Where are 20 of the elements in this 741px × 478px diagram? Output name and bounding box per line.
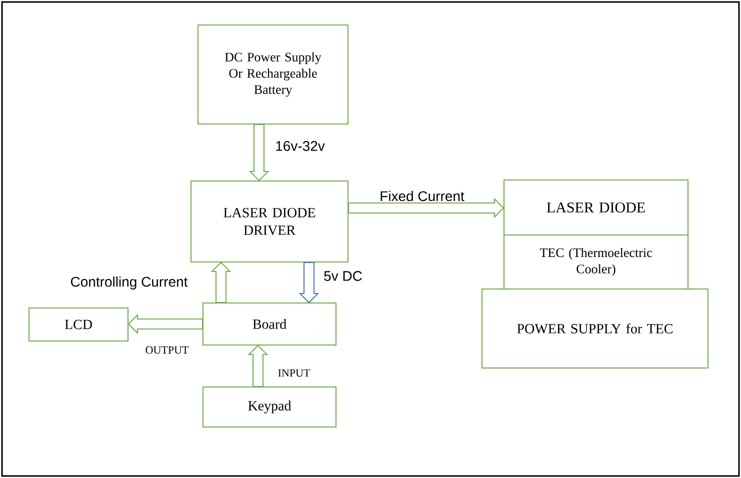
- block-arrow: [298, 262, 320, 304]
- block-arrow: [248, 124, 270, 182]
- block-arrow: [210, 262, 232, 303]
- block-box: Keypad: [202, 386, 336, 428]
- edge-label: OUTPUT: [144, 345, 190, 355]
- edge-label: INPUT: [276, 368, 312, 378]
- edge-label: 5v DC: [322, 270, 364, 282]
- block-box: LASER DIODE DRIVER: [190, 180, 348, 262]
- block-box: TEC (Thermoelectric Cooler): [504, 234, 688, 290]
- edge-label: Controlling Current: [69, 275, 189, 290]
- block-arrow: [248, 344, 268, 387]
- block-box: POWER SUPPLY for TEC: [482, 288, 708, 368]
- block-box: LCD: [28, 307, 128, 342]
- block-box: DC Power Supply Or Rechargeable Battery: [198, 24, 348, 124]
- block-arrow: [128, 314, 203, 334]
- block-arrow: [348, 198, 504, 218]
- block-box: LASER DIODE: [504, 180, 688, 236]
- block-box: Board: [202, 302, 336, 346]
- edge-label: 16v-32v: [274, 140, 326, 152]
- edge-label: Fixed Current: [378, 190, 466, 202]
